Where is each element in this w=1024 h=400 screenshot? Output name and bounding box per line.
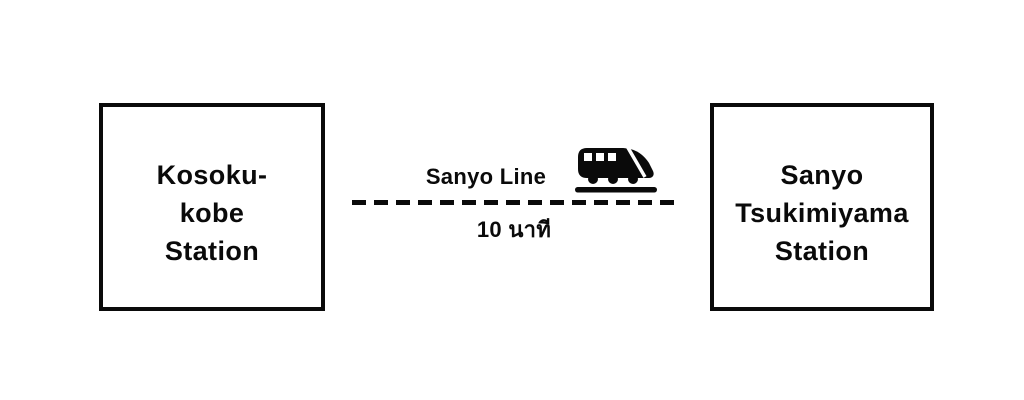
route-dashed-line bbox=[352, 200, 677, 205]
origin-station-name: Kosoku- kobe Station bbox=[157, 144, 268, 270]
origin-station-name-line2: kobe bbox=[179, 198, 245, 228]
origin-station-name-line3: Station bbox=[164, 236, 260, 266]
route-duration-label: 10 นาที bbox=[476, 217, 552, 242]
destination-station-name: Sanyo Tsukimiyama Station bbox=[735, 144, 908, 270]
destination-station-name-line2: Tsukimiyama bbox=[735, 198, 909, 228]
destination-station-box: Sanyo Tsukimiyama Station bbox=[710, 103, 934, 311]
destination-station-name-line1: Sanyo bbox=[780, 160, 864, 190]
origin-station-name-line1: Kosoku- bbox=[156, 160, 268, 190]
route-line-label: Sanyo Line bbox=[425, 164, 547, 189]
bullet-train-icon bbox=[575, 145, 657, 193]
origin-station-box: Kosoku- kobe Station bbox=[99, 103, 325, 311]
destination-station-name-line3: Station bbox=[774, 236, 870, 266]
